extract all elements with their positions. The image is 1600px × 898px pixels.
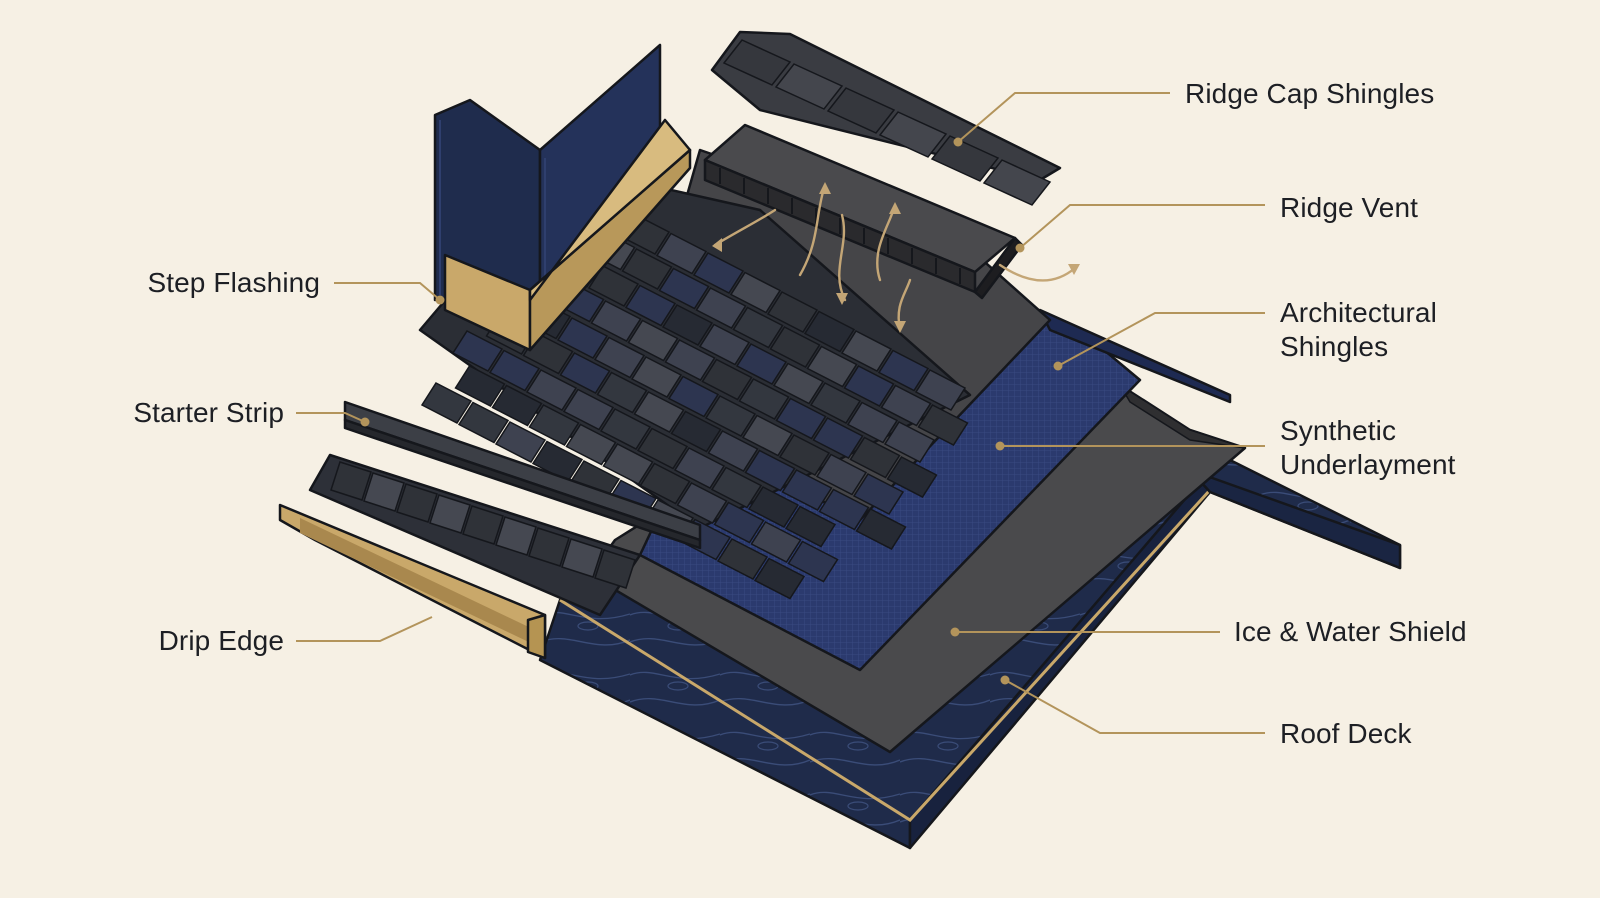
label-drip-edge: Drip Edge xyxy=(140,624,284,657)
label-architectural-shingles-line1: Architectural xyxy=(1280,296,1437,329)
label-synthetic-underlayment-line1: Synthetic xyxy=(1280,414,1396,447)
label-starter-strip: Starter Strip xyxy=(116,396,284,429)
label-roof-deck: Roof Deck xyxy=(1280,717,1412,750)
label-ridge-cap-shingles: Ridge Cap Shingles xyxy=(1185,77,1434,110)
label-synthetic-underlayment-line2: Underlayment xyxy=(1280,448,1456,481)
label-architectural-shingles-line2: Shingles xyxy=(1280,330,1388,363)
label-ridge-vent: Ridge Vent xyxy=(1280,191,1418,224)
label-ice-water-shield: Ice & Water Shield xyxy=(1234,615,1467,648)
label-step-flashing: Step Flashing xyxy=(134,266,320,299)
